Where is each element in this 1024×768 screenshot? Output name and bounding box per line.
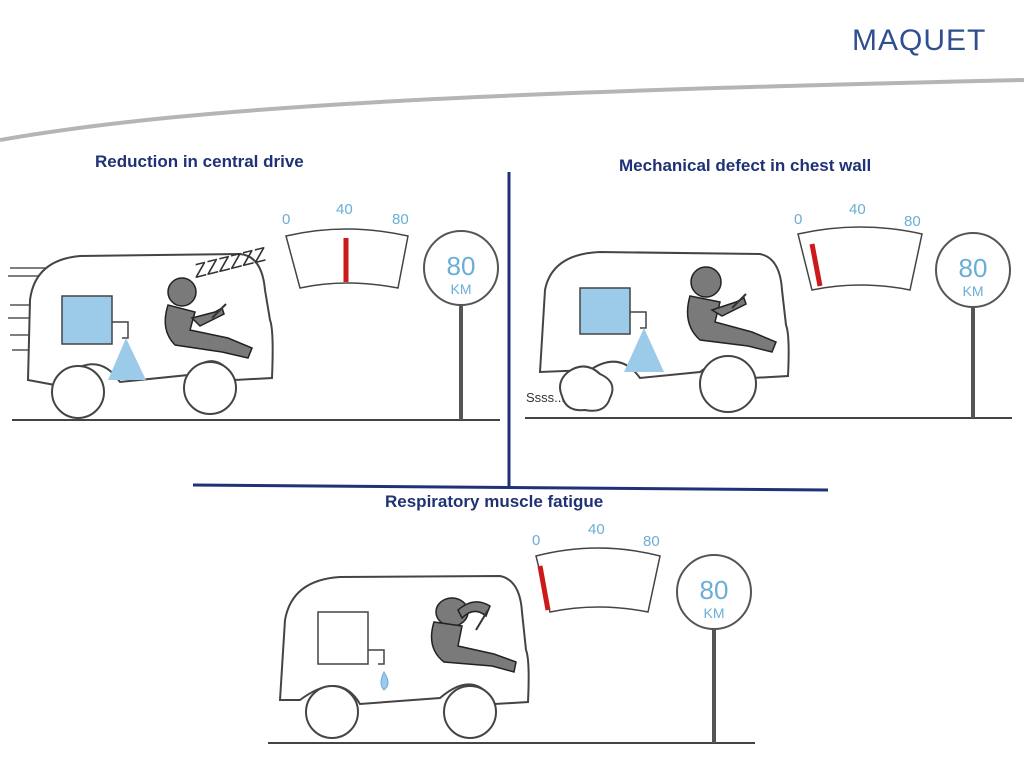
gauge-tick-label: 40: [336, 201, 353, 218]
gauge-tick-label: 80: [643, 533, 660, 550]
speed-gauge: [535, 547, 661, 613]
panel-muscle-fatigue: 0 40 80 80 KM: [268, 521, 755, 744]
wheel: [699, 355, 757, 413]
speed-limit-sign: [423, 230, 499, 306]
speed-limit-sign: [676, 554, 752, 630]
steering-wheel: [475, 609, 489, 631]
wheel: [183, 361, 237, 415]
sign-unit: KM: [704, 605, 725, 621]
sign-number: 80: [700, 575, 729, 605]
sign-unit: KM: [963, 283, 984, 299]
sign-number: 80: [447, 251, 476, 281]
gauge-tick-label: 0: [794, 211, 802, 228]
van-body: [538, 250, 790, 380]
header-swoosh: [0, 78, 1024, 142]
fuel-drop: [380, 671, 389, 691]
wheel: [305, 685, 359, 739]
gauge-tick-label: 0: [532, 532, 540, 549]
fuel-spray: [108, 338, 146, 380]
air-leak-text: Ssss...: [526, 390, 565, 405]
fuel-tank-empty: [317, 611, 369, 665]
speed-gauge: [797, 226, 923, 291]
maquet-logo: MAQUET: [852, 24, 987, 57]
steering-wheel: [731, 293, 747, 309]
speed-limit-sign: [935, 232, 1011, 308]
fuel-tank: [579, 287, 631, 335]
gauge-tick-label: 80: [392, 211, 409, 228]
panel-title-muscle-fatigue: Respiratory muscle fatigue: [385, 492, 604, 511]
gauge-needle: [809, 243, 823, 287]
panel-title-central-drive: Reduction in central drive: [95, 152, 304, 171]
wheel: [443, 685, 497, 739]
gauge-tick-label: 0: [282, 211, 290, 228]
flat-tire: [559, 365, 614, 412]
gauge-needle: [537, 565, 551, 611]
gauge-tick-label: 40: [849, 201, 866, 218]
panel-chest-wall: Ssss... 0 40 80 80 KM: [525, 201, 1012, 419]
horizontal-divider: [192, 483, 829, 492]
driver-tired: [430, 597, 517, 673]
gauge-tick-label: 40: [588, 521, 605, 538]
driver-sleeping: [164, 277, 253, 359]
van-body: [26, 252, 274, 387]
gauge-tick-label: 80: [904, 213, 921, 230]
sign-unit: KM: [451, 281, 472, 297]
steering-wheel: [211, 303, 227, 319]
fuel-tank: [61, 295, 113, 345]
wheel: [51, 365, 105, 419]
panel-central-drive: ZZZZZZ 0 40 80 80 KM: [8, 201, 500, 421]
fuel-spray: [624, 328, 664, 372]
panel-title-chest-wall: Mechanical defect in chest wall: [619, 156, 872, 175]
sign-number: 80: [959, 253, 988, 283]
